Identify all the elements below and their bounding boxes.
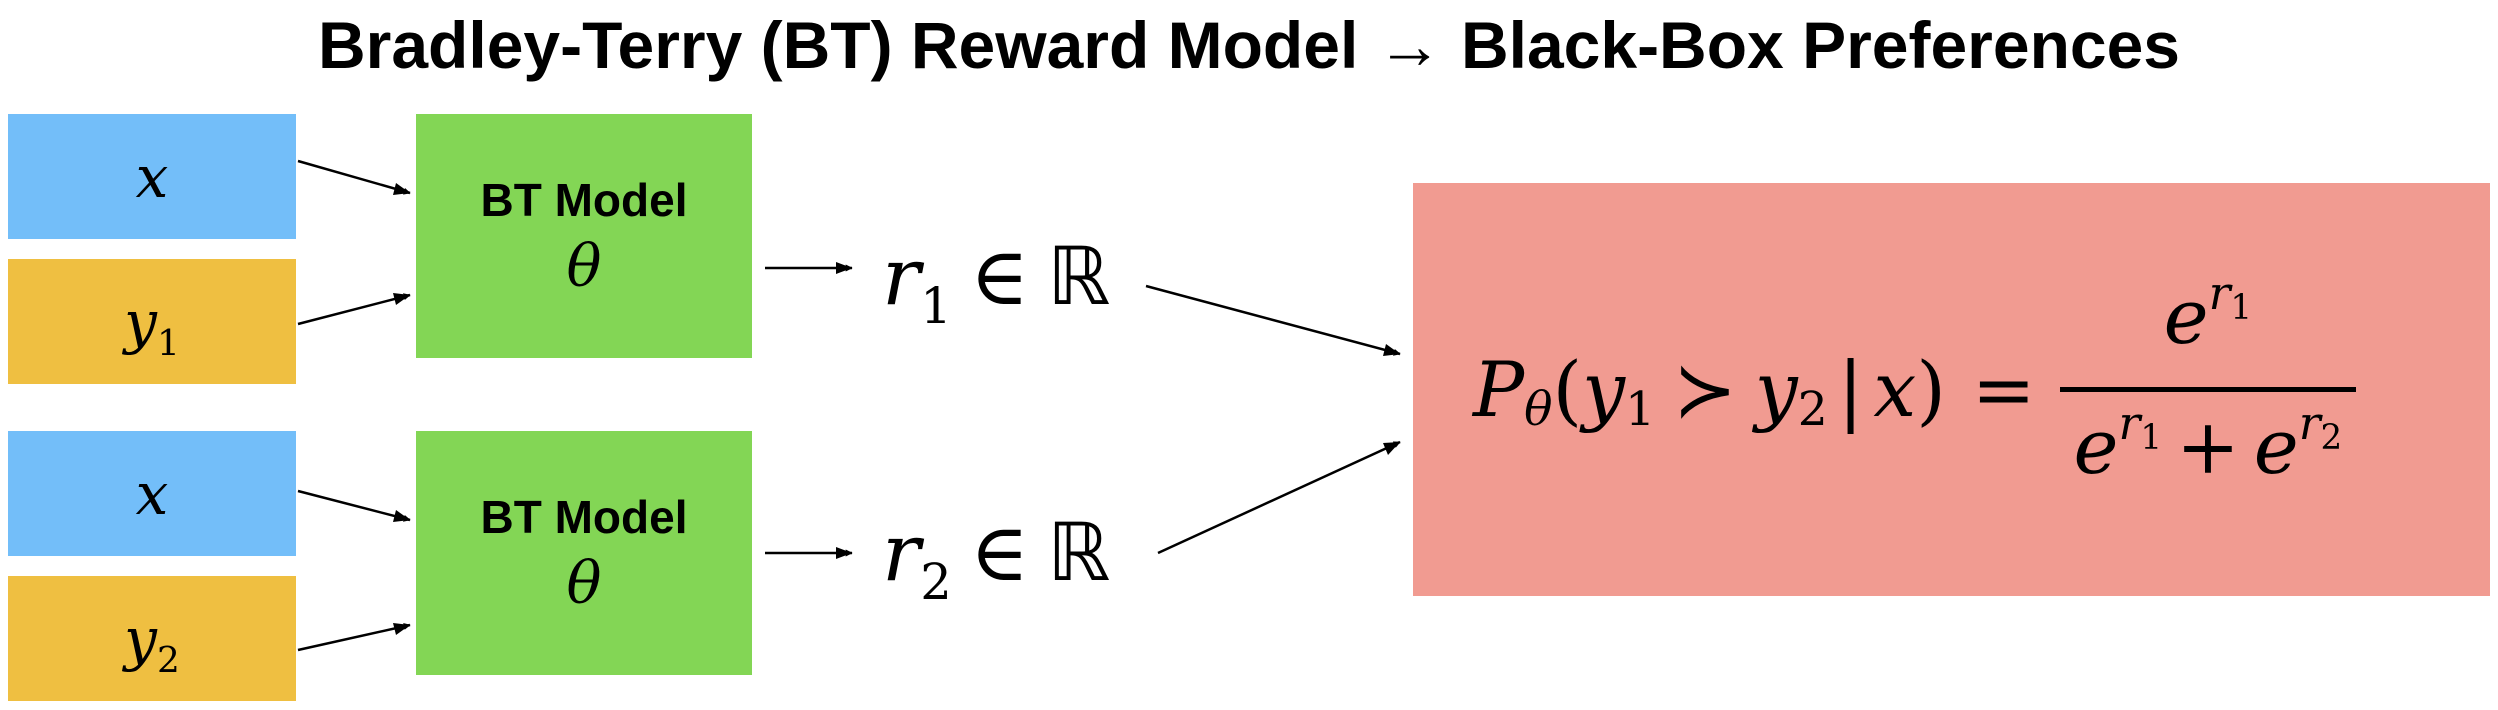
reward-r1: r1∈ℝ: [882, 230, 1111, 335]
formula-fraction: er1 er1+er2: [2059, 262, 2357, 517]
bt-model-label-1: BT Model: [480, 174, 688, 226]
bt-model-box-1: BT Model θ: [416, 114, 752, 358]
input-y2-label: y2: [124, 604, 180, 682]
diagram-title: Bradley-Terry (BT) Reward Model → Black-…: [317, 8, 2181, 82]
arrow-x1-to-model1: [297, 159, 411, 195]
input-x-box-1: x: [8, 114, 296, 239]
fraction-bar: [2059, 387, 2357, 392]
bt-model-param-2: θ: [566, 549, 602, 617]
input-y2-box: y2: [8, 576, 296, 701]
arrow-x2-to-model2: [297, 489, 411, 522]
arrow-y2-to-model2: [297, 622, 411, 652]
arrow-r2-to-formula: [1157, 440, 1401, 555]
input-x-box-2: x: [8, 431, 296, 556]
bt-model-box-2: BT Model θ: [416, 431, 752, 675]
bt-model-label-2: BT Model: [480, 491, 688, 543]
input-x-label-1: x: [135, 142, 169, 211]
fraction-numerator: er1: [2163, 266, 2253, 361]
bt-model-param-1: θ: [566, 232, 602, 300]
input-y1-box: y1: [8, 259, 296, 384]
arrow-y1-to-model1: [297, 293, 411, 326]
fraction-denominator: er1+er2: [2073, 396, 2343, 491]
reward-r2: r2∈ℝ: [882, 506, 1111, 611]
input-y1-label: y1: [124, 287, 180, 365]
input-x-label-2: x: [135, 459, 169, 528]
arrow-r1-to-formula: [1145, 284, 1401, 356]
